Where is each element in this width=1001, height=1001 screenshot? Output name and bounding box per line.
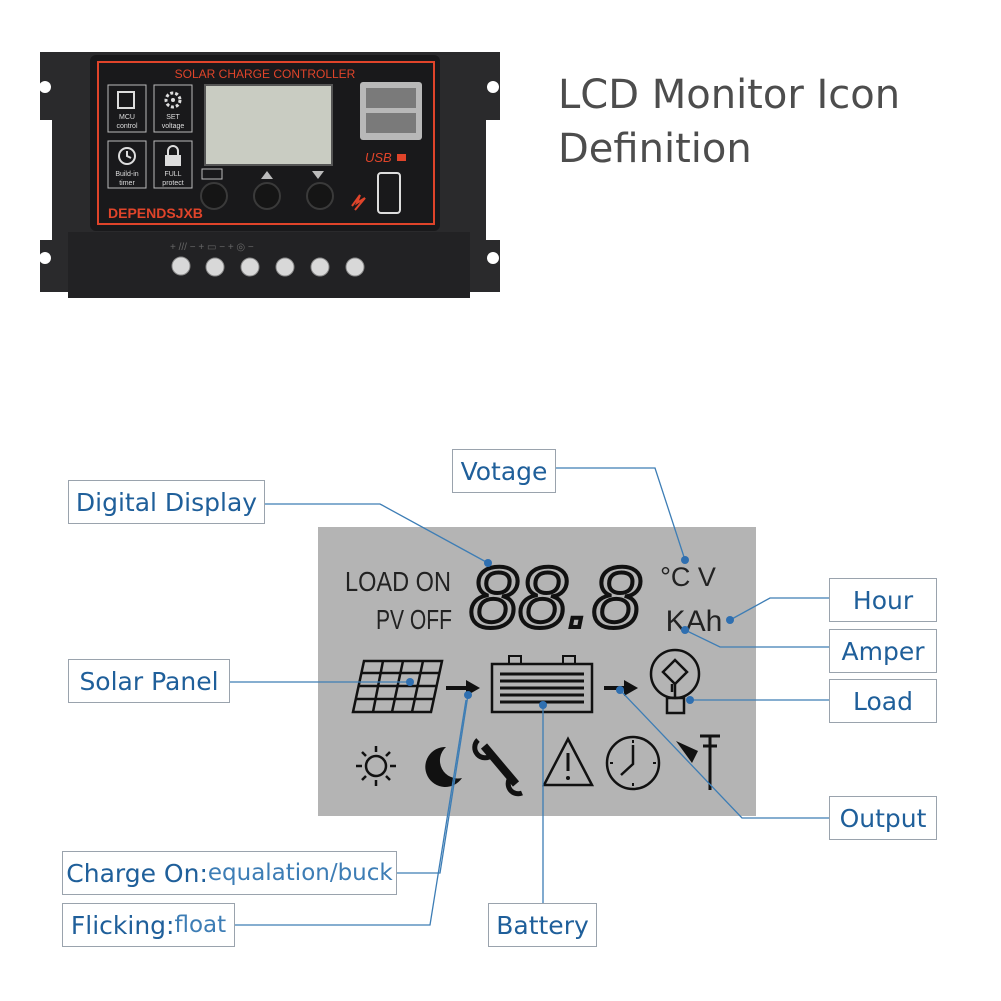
callout-output: Output (829, 796, 937, 840)
callout-amper: Amper (829, 629, 937, 673)
svg-text:timer: timer (119, 180, 135, 187)
sun-icon (356, 746, 396, 786)
title-line-1: LCD Monitor Icon (558, 72, 901, 118)
wrench-icon (472, 738, 523, 797)
usb-battery-icon (397, 154, 406, 161)
menu-button (200, 168, 228, 210)
svg-text:SET: SET (166, 114, 180, 121)
svg-text:FULL: FULL (164, 171, 181, 178)
up-button (253, 171, 281, 210)
chip-icon: MCU control (107, 84, 147, 133)
moon-icon (425, 746, 462, 787)
down-button (306, 171, 334, 210)
charge-on-detail: equalation/buck (207, 860, 393, 886)
marker-dots (406, 556, 734, 709)
svg-text:control: control (116, 123, 137, 130)
arrow-icon (604, 680, 638, 696)
phone-icon (377, 172, 401, 214)
mount-hole (487, 252, 499, 264)
arrow-icon (446, 680, 480, 696)
street-light-icon (676, 734, 720, 790)
svg-text:MCU: MCU (119, 114, 135, 121)
usb-port (366, 113, 416, 133)
warning-icon (541, 736, 595, 787)
mount-hole (39, 81, 51, 93)
title-line-2: Definition (558, 126, 752, 172)
usb-label: USB (365, 150, 392, 165)
callout-solar-panel: Solar Panel (68, 659, 230, 703)
usb-port (366, 88, 416, 108)
clock-icon (605, 735, 661, 791)
callout-battery: Battery (488, 903, 597, 947)
callout-votage: Votage (452, 449, 556, 493)
terminal-block (68, 232, 470, 298)
callout-flicking: Flicking:float (62, 903, 235, 947)
charge-bolt-icon (351, 194, 366, 211)
callout-load: Load (829, 679, 937, 723)
panel-red-border (97, 61, 435, 225)
charge-on-label: Charge On: (66, 858, 208, 888)
load-on-text: LOAD ON (345, 566, 451, 597)
load-bulb-icon (649, 648, 701, 715)
lcd-panel (318, 527, 756, 816)
leader-lines (230, 467, 830, 926)
callout-hour: Hour (829, 578, 937, 622)
svg-text:voltage: voltage (162, 123, 185, 130)
unit-temp-volt: °C V (660, 562, 716, 592)
svg-text:protect: protect (162, 180, 183, 187)
gear-icon: SET voltage (153, 84, 193, 133)
device-title: SOLAR CHARGE CONTROLLER (175, 67, 356, 81)
svg-text:Build-in: Build-in (115, 171, 138, 178)
mount-hole (39, 252, 51, 264)
device-lcd (204, 84, 333, 166)
lock-icon: FULL protect (153, 140, 193, 189)
pv-off-text: PV OFF (376, 604, 452, 635)
page-title: LCD Monitor Icon Definition (558, 68, 900, 176)
clock-icon: Build-in timer (107, 140, 147, 189)
terminal-screws (171, 256, 365, 277)
digital-readout: 88.8 (469, 550, 641, 646)
flicking-detail: float (174, 912, 227, 938)
mount-hole (487, 81, 499, 93)
brand-label: DEPENDSJXB (108, 205, 203, 221)
battery-icon (490, 655, 594, 714)
terminal-markings: + /// − + ▭ − + ◎ − (170, 242, 254, 253)
flicking-label: Flicking: (70, 910, 175, 940)
callout-charge-on: Charge On:equalation/buck (62, 851, 397, 895)
solar-panel-icon (351, 659, 444, 714)
unit-kah: KAh (666, 605, 723, 638)
callout-digital-display: Digital Display (68, 480, 265, 524)
